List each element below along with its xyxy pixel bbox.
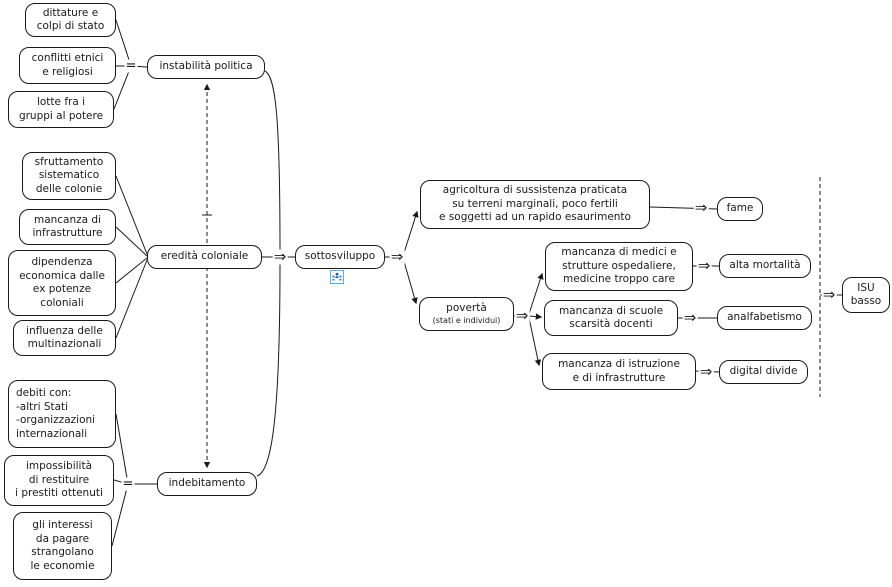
double-arrow-icon: ⇒ (698, 362, 714, 381)
link-indebitamento-to-sottosviluppo (256, 262, 281, 477)
double-arrow-icon: ⇒ (821, 285, 837, 304)
node-analfabetismo[interactable]: analfabetismo (717, 306, 812, 330)
links-indebitamento-causes (111, 413, 157, 547)
node-dittature[interactable]: dittature e colpi di stato (25, 3, 116, 37)
node-poverta-title: povertà (446, 302, 487, 315)
node-debiti[interactable]: debiti con: -altri Stati -organizzazioni… (8, 380, 116, 448)
node-agricoltura[interactable]: agricoltura di sussistenza praticata su … (420, 180, 650, 229)
node-poverta-subtitle: (stati e individui) (432, 315, 501, 325)
node-poverta[interactable]: povertà (stati e individui) (419, 297, 514, 331)
node-mancanza-scuole[interactable]: mancanza di scuole scarsità docenti (544, 300, 678, 336)
double-arrow-icon: ⇒ (389, 247, 405, 266)
connector-line (115, 226, 148, 257)
double-arrow-icon: ⇒ (272, 247, 288, 266)
node-fame[interactable]: fame (717, 197, 763, 221)
links-eredita-causes (115, 175, 148, 339)
node-lotte[interactable]: lotte fra i gruppi al potere (8, 91, 114, 128)
connector-line (528, 313, 543, 320)
connector-line (402, 257, 418, 305)
node-dipendenza-economica[interactable]: dipendenza economica dalle ex potenze co… (8, 250, 116, 316)
node-sottosviluppo[interactable]: sottosviluppo (295, 245, 385, 269)
connector-line (115, 175, 148, 255)
node-conflitti[interactable]: conflitti etnici e religiosi (19, 47, 116, 84)
node-isu-basso[interactable]: ISU basso (842, 277, 890, 313)
node-eredita-coloniale[interactable]: eredità coloniale (147, 245, 262, 269)
node-impossibilita-restituire[interactable]: impossibilità di restituire i prestiti o… (4, 455, 114, 506)
double-arrow-icon: ⇒ (514, 306, 530, 325)
node-alta-mortalita[interactable]: alta mortalità (719, 254, 811, 278)
node-interessi[interactable]: gli interessi da pagare strangolano le e… (13, 512, 112, 580)
connector-line (115, 257, 148, 284)
node-influenza-multinazionali[interactable]: influenza delle multinazionali (13, 320, 116, 356)
double-arrow-icon: ⇒ (682, 308, 698, 327)
node-digital-divide[interactable]: digital divide (719, 360, 808, 384)
connector-line (115, 259, 148, 339)
equals-icon: = (121, 476, 135, 492)
connector-line (528, 317, 542, 367)
connector-line (111, 483, 129, 547)
node-mancanza-istruzione[interactable]: mancanza di istruzione e di infrastruttu… (542, 353, 696, 390)
connector-line (528, 272, 544, 315)
connector-line (402, 210, 419, 257)
connector-line (115, 19, 132, 67)
double-arrow-icon: ⇒ (693, 198, 709, 217)
node-indebitamento[interactable]: indebitamento (157, 472, 257, 496)
connector-line (113, 65, 132, 110)
double-arrow-icon: ⇒ (696, 256, 712, 275)
resource-group-icon[interactable] (330, 270, 344, 284)
node-mancanza-medici[interactable]: mancanza di medici e strutture ospedalie… (545, 242, 693, 291)
link-instabilita-to-sottosviluppo (264, 70, 281, 253)
node-mancanza-infrastrutture[interactable]: mancanza di infrastrutture (19, 209, 116, 245)
node-sfruttamento[interactable]: sfruttamento sistematico delle colonie (22, 152, 116, 200)
connector-line (115, 413, 129, 485)
node-instabilita-politica[interactable]: instabilità politica (147, 55, 265, 79)
equals-icon: = (124, 58, 138, 74)
